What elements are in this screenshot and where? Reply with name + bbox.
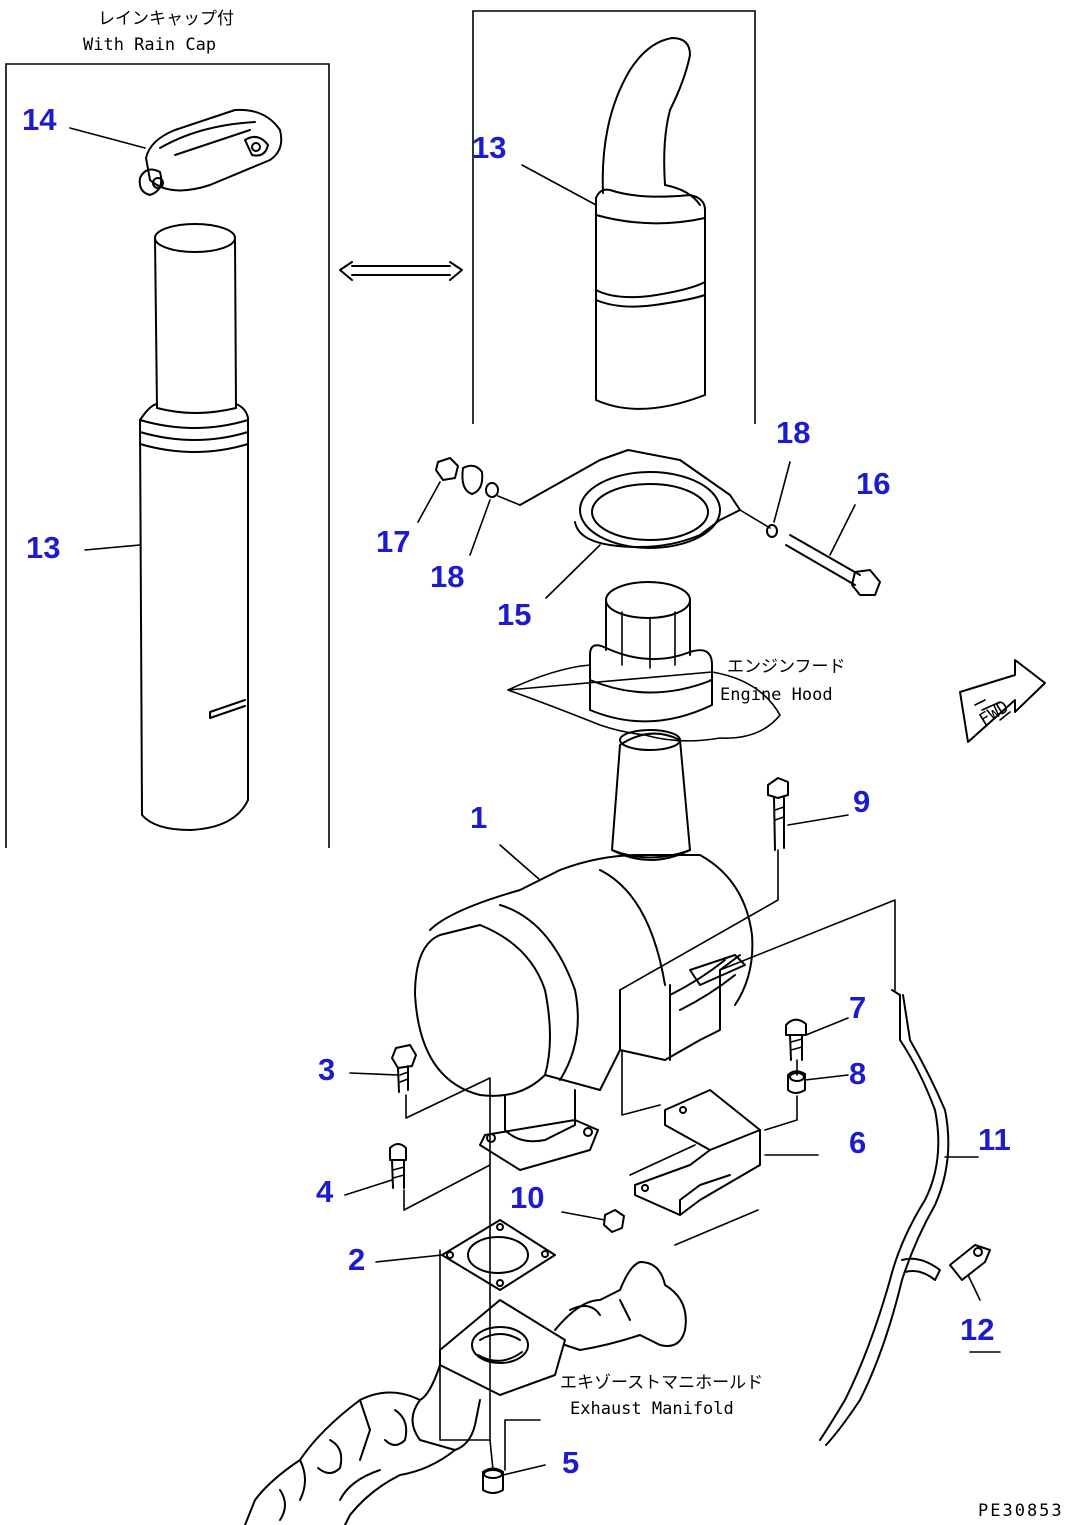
callout-13-right: 13 <box>472 130 506 165</box>
exhaust-manifold <box>244 1261 687 1525</box>
bolt-7 <box>785 1018 807 1061</box>
hood-outlet-pipe <box>589 581 713 723</box>
muffler <box>414 729 754 1097</box>
muffler-flange <box>479 1089 599 1171</box>
callout-3: 3 <box>318 1052 335 1087</box>
callout-8: 8 <box>849 1056 866 1091</box>
callout-12: 12 <box>960 1312 994 1347</box>
gasket <box>441 1219 556 1291</box>
manifold-note-en: Exhaust Manifold <box>570 1399 734 1419</box>
fwd-arrow <box>959 659 1046 743</box>
bracket <box>629 1089 761 1246</box>
exhaust-elbow-pipe <box>595 37 706 410</box>
callout-18-left: 18 <box>430 559 464 594</box>
rain-cap-note-jp: レインキャップ付 <box>98 9 234 29</box>
bolt-4 <box>389 1143 407 1189</box>
callout-7: 7 <box>849 990 866 1025</box>
washer-18-right <box>766 524 778 538</box>
clip-12 <box>949 1244 1001 1353</box>
bolt-3 <box>391 1044 417 1093</box>
callout-2: 2 <box>348 1242 365 1277</box>
callout-13-left: 13 <box>26 530 60 565</box>
right-inset-frame <box>472 10 756 424</box>
callout-5: 5 <box>562 1445 579 1480</box>
nut-10 <box>603 1209 625 1233</box>
support-rod <box>819 989 950 1446</box>
rain-cap-note-en: With Rain Cap <box>83 35 216 55</box>
callout-16: 16 <box>856 466 890 501</box>
callout-10: 10 <box>510 1180 544 1215</box>
assembly-lines <box>403 495 896 1471</box>
callout-1: 1 <box>470 800 487 835</box>
callout-4: 4 <box>316 1174 334 1209</box>
callout-15: 15 <box>497 597 531 632</box>
callout-17: 17 <box>376 524 410 559</box>
exhaust-pipe-long <box>139 223 249 831</box>
rain-cap <box>138 108 283 196</box>
callout-9: 9 <box>853 784 870 819</box>
drawing-code: PE30853 <box>978 1501 1064 1521</box>
clamp-bolt-16 <box>785 534 881 596</box>
engine-hood-note-en: Engine Hood <box>720 685 833 705</box>
engine-hood <box>507 664 781 742</box>
washer-18-left <box>485 482 499 498</box>
nut-17 <box>435 457 484 495</box>
leader-lines <box>69 127 981 1476</box>
swap-arrow <box>339 261 463 281</box>
clamp-15 <box>519 449 771 549</box>
engine-hood-note-jp: エンジンフード <box>727 657 846 677</box>
left-inset-frame <box>5 63 330 848</box>
nut-5 <box>482 1467 504 1494</box>
callout-14: 14 <box>22 102 57 137</box>
bolt-9 <box>767 777 789 851</box>
manifold-note-jp: エキゾーストマニホールド <box>560 1373 763 1393</box>
callout-11: 11 <box>978 1122 1011 1157</box>
callout-18-top: 18 <box>776 415 810 450</box>
callout-6: 6 <box>849 1125 866 1160</box>
